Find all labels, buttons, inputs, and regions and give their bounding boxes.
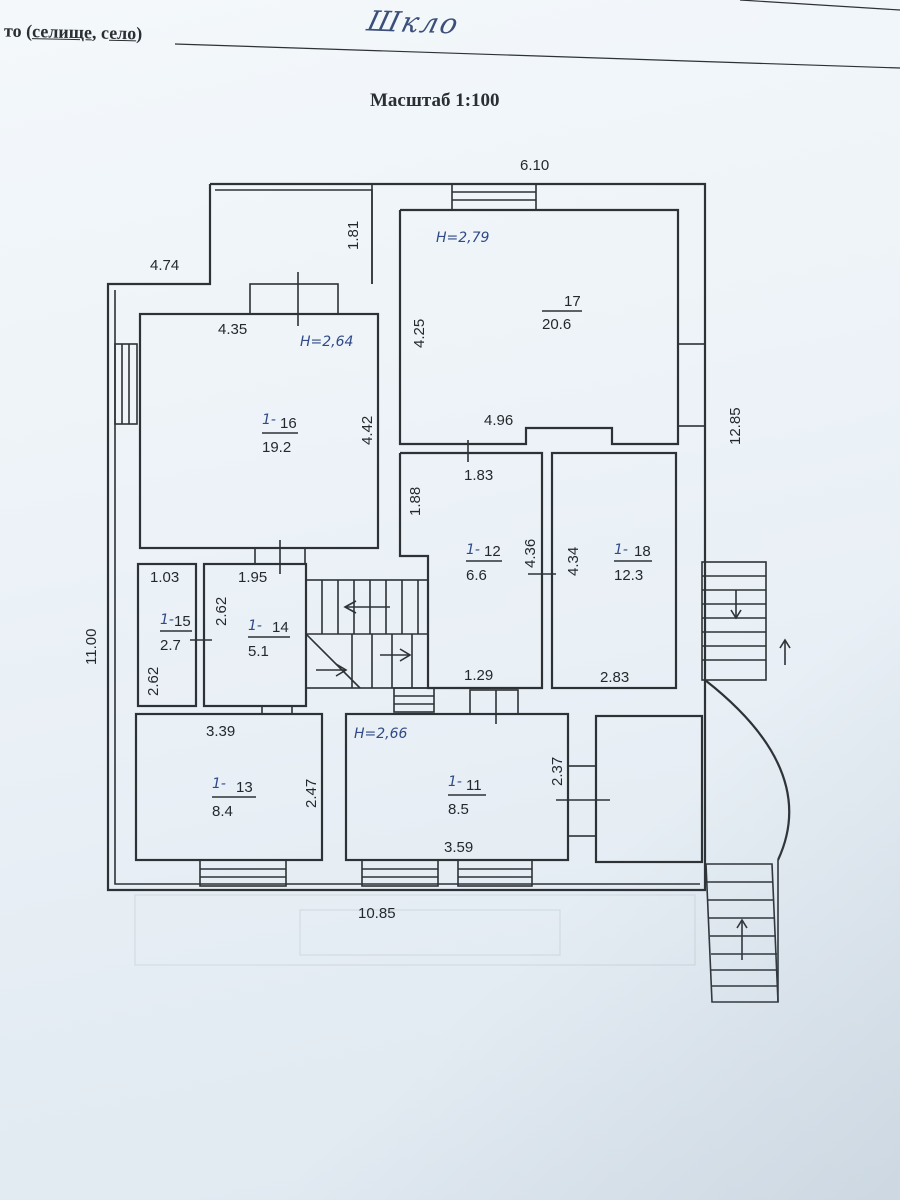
dim-r18-width: 2.83: [600, 669, 629, 686]
vestibule: [594, 714, 704, 864]
label-room-13: 1- 13 8.4: [212, 776, 256, 820]
room-15: [136, 562, 212, 708]
dim-right-total: 12.85: [727, 407, 744, 445]
label-room-17: 17 20.6: [542, 293, 582, 333]
svg-text:15: 15: [174, 613, 191, 630]
dim-r13-depth: 2.47: [303, 779, 320, 808]
window-13-bottom: [199, 859, 287, 887]
dim-annex-depth: 1.81: [345, 221, 362, 250]
svg-text:18: 18: [634, 543, 651, 560]
svg-text:1-: 1-: [614, 542, 628, 558]
room-11: [344, 689, 610, 887]
dim-r12-bottom: 1.29: [464, 667, 493, 684]
svg-text:16: 16: [280, 415, 297, 432]
svg-text:12.3: 12.3: [614, 567, 643, 584]
label-room-12: 1- 12 6.6: [466, 542, 502, 584]
dim-r13-width: 3.39: [206, 723, 235, 740]
dim-r14-depth: 2.62: [213, 597, 230, 626]
svg-text:5.1: 5.1: [248, 643, 269, 660]
staircase: [305, 579, 435, 713]
room-16: [114, 272, 380, 550]
dim-r17-width: 4.96: [484, 412, 513, 429]
dim-r17-depth: 4.25: [411, 319, 428, 348]
dim-annex-left: 4.74: [150, 257, 179, 274]
dim-r16-width: 4.35: [218, 321, 247, 338]
porch: [701, 561, 791, 1003]
svg-text:1-: 1-: [212, 776, 226, 792]
header-rules: [174, 0, 900, 69]
svg-text:1-: 1-: [160, 612, 174, 628]
room-18: [550, 451, 678, 690]
height-r11: Н=2,66: [354, 726, 408, 742]
dim-r14-width: 1.95: [238, 569, 267, 586]
dim-r16-depth: 4.42: [359, 416, 376, 445]
door-16-top: [249, 283, 339, 315]
dim-top-total: 6.10: [520, 157, 549, 174]
label-room-15: 1- 15 2.7: [160, 612, 192, 654]
svg-text:1-: 1-: [466, 542, 480, 558]
svg-text:1-: 1-: [448, 774, 462, 790]
scale-label: Масштаб 1:100: [370, 90, 500, 111]
ghost-lines: [134, 894, 696, 966]
label-room-14: 1- 14 5.1: [248, 618, 290, 660]
window-16-left: [114, 343, 138, 425]
svg-text:1-: 1-: [248, 618, 262, 634]
header-underline: [174, 43, 900, 69]
svg-text:1-: 1-: [262, 412, 276, 428]
svg-text:17: 17: [564, 293, 581, 310]
document-header: то (селище, село) Шкло: [0, 0, 900, 80]
room-13: [134, 705, 324, 887]
height-r17: Н=2,79: [436, 230, 490, 246]
window-17-right: [677, 343, 706, 427]
dim-r15-width: 1.03: [150, 569, 179, 586]
dim-r18-depth: 4.34: [565, 547, 582, 576]
dim-r12-width: 1.83: [464, 467, 493, 484]
height-r16: Н=2,64: [300, 334, 353, 350]
svg-text:19.2: 19.2: [262, 439, 291, 456]
dim-bottom-total: 10.85: [358, 905, 396, 922]
dim-r12-depth: 4.36: [522, 539, 539, 568]
svg-text:13: 13: [236, 779, 253, 796]
label-room-16: 1- 16 19.2: [262, 412, 298, 456]
porch-steps-upper: [701, 561, 767, 681]
dim-r12-side: 1.88: [407, 487, 424, 516]
label-room-18: 1- 18 12.3: [614, 542, 652, 584]
dim-r15-depth: 2.62: [145, 667, 162, 696]
dim-left-total: 11.00: [83, 629, 100, 665]
header-top-rule: [739, 0, 900, 11]
svg-text:8.5: 8.5: [448, 801, 469, 818]
porch-steps-lower: [705, 863, 779, 1003]
outer-wall: [106, 182, 707, 892]
svg-text:2.7: 2.7: [160, 637, 181, 654]
room-17: [398, 208, 706, 446]
inner-outline: [114, 290, 700, 885]
label-room-11: 1- 11 8.5: [448, 774, 486, 818]
svg-text:6.6: 6.6: [466, 567, 487, 584]
window-top: [451, 183, 537, 211]
outer-walls: [106, 182, 707, 892]
dim-r11-width: 3.59: [444, 839, 473, 856]
svg-text:20.6: 20.6: [542, 316, 571, 333]
svg-text:12: 12: [484, 543, 501, 560]
svg-text:11: 11: [466, 777, 482, 794]
dim-r11-side: 2.37: [549, 757, 566, 786]
svg-text:8.4: 8.4: [212, 803, 233, 820]
svg-text:14: 14: [272, 619, 289, 636]
